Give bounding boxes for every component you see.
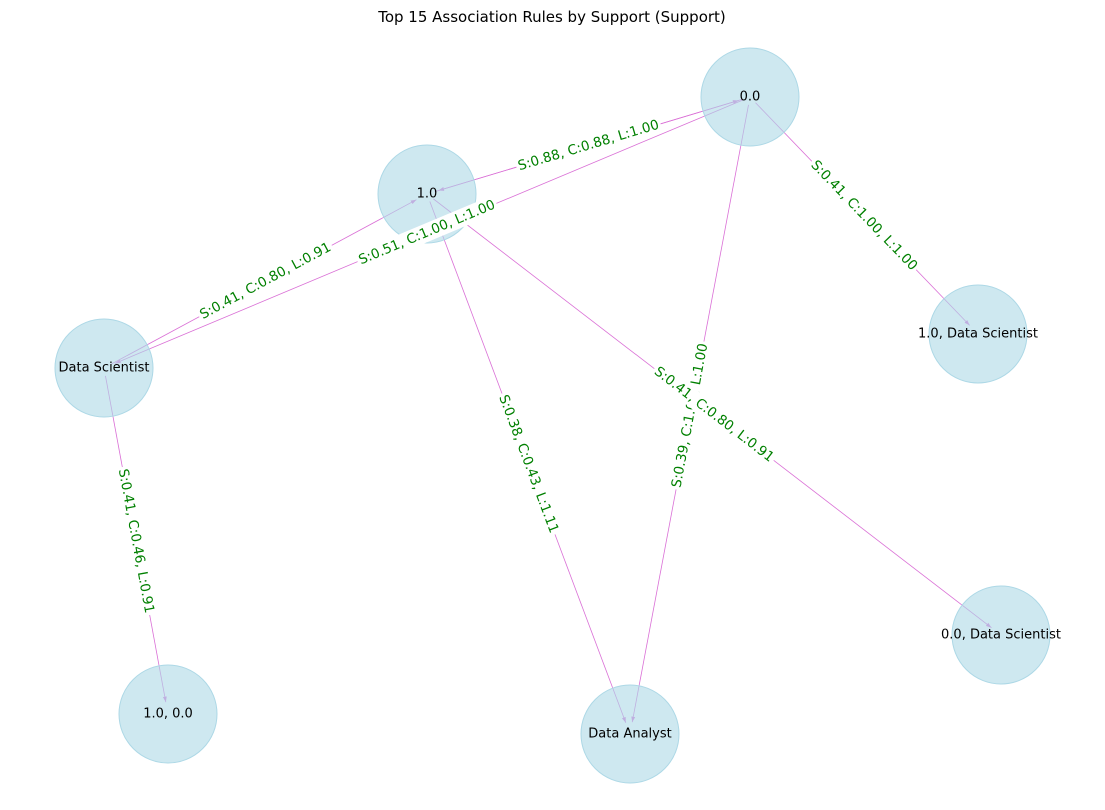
- edge-label-8: S:0.41, C:0.80, L:0.91: [648, 361, 780, 468]
- edge-label-bg: [354, 195, 500, 270]
- node-circle: [951, 585, 1051, 685]
- edge-label-bg: [194, 237, 337, 325]
- node-nds: Data Scientist: [54, 318, 154, 418]
- edge-label-text: S:0.41, C:0.80, L:0.91: [651, 364, 777, 466]
- edge-label-0: S:0.88, C:0.88, L:1.00: [513, 115, 664, 176]
- node-label: 1.0, Data Scientist: [918, 327, 1038, 342]
- edge-label-text: S:0.41, C:1.00, L:1.00: [807, 157, 920, 274]
- node-n10ds: 1.0, Data Scientist: [918, 284, 1038, 384]
- edge-label-bg: [667, 339, 713, 492]
- node-circle: [54, 318, 154, 418]
- node-n1000: 1.0, 0.0: [118, 664, 218, 764]
- node-label: Data Analyst: [588, 727, 671, 742]
- node-circle: [700, 47, 800, 147]
- edge-label-5: S:0.41, C:0.46, L:0.91: [113, 465, 159, 617]
- edge-label-text: S:0.88, C:0.88, L:1.00: [516, 117, 661, 174]
- edge-label-4: S:0.41, C:1.00, L:1.00: [805, 155, 923, 276]
- node-label: 1.0, 0.0: [143, 707, 193, 722]
- edge-label-3: S:0.41, C:0.80, L:0.91: [194, 237, 337, 325]
- node-n00ds: 0.0, Data Scientist: [941, 585, 1061, 685]
- node-label: Data Scientist: [59, 361, 150, 376]
- edge-label-bg: [648, 361, 780, 468]
- node-circle: [580, 684, 680, 784]
- edge-label-bg: [513, 115, 664, 176]
- edge-label-bg: [113, 465, 159, 617]
- node-circle: [928, 284, 1028, 384]
- node-n00: 0.0: [700, 47, 800, 147]
- edge-label-bg: [805, 155, 923, 276]
- edge-label-text: S:0.41, C:0.80, L:0.91: [197, 239, 334, 323]
- node-nda: Data Analyst: [580, 684, 680, 784]
- edge-label-bg: [493, 390, 564, 538]
- node-circle: [118, 664, 218, 764]
- node-label: 1.0: [417, 187, 438, 202]
- edge-labels-layer: S:0.88, C:0.88, L:1.00S:0.51, C:1.00, L:…: [113, 115, 923, 617]
- edge-label-text: S:0.41, C:0.46, L:0.91: [115, 468, 157, 615]
- edges-layer: [105, 98, 992, 723]
- edge-label-6: S:0.38, C:0.43, L:1.11: [493, 390, 564, 538]
- node-label: 0.0: [740, 90, 761, 105]
- chart-title: Top 15 Association Rules by Support (Sup…: [377, 8, 726, 26]
- node-label: 0.0, Data Scientist: [941, 628, 1061, 643]
- edge-label-text: S:0.38, C:0.43, L:1.11: [495, 393, 562, 536]
